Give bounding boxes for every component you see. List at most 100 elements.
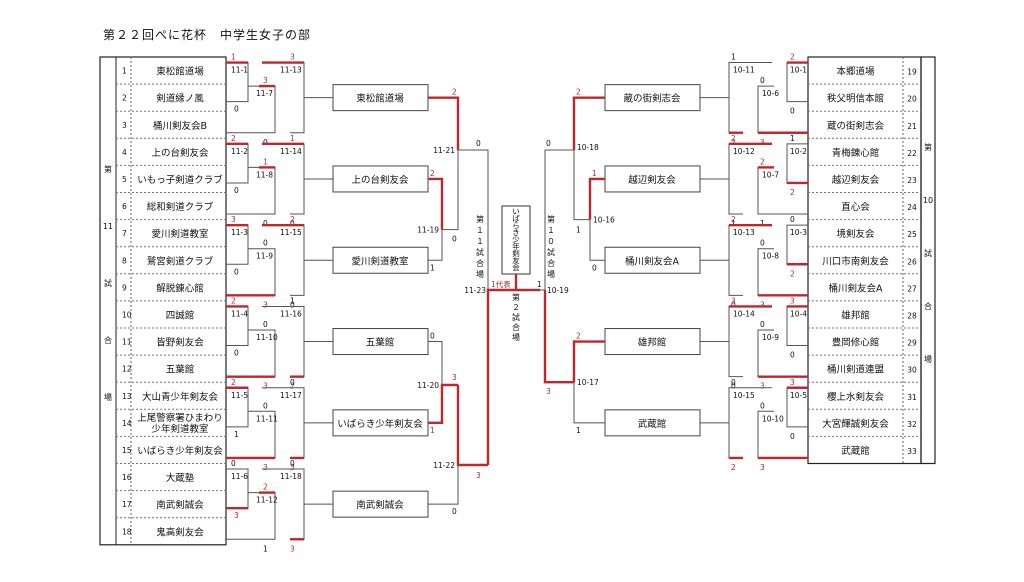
match-score: 1 [576,426,581,435]
team-name: 大宮輝誠剣友会 [822,418,889,430]
match-score: 1 [263,157,268,166]
group-winner-name: 蔵の街剣志会 [623,93,681,105]
team-name: 総和剣道クラブ [147,201,214,213]
match-score: 2 [231,378,236,387]
representative-label: 1代表 [491,279,511,289]
match-score: 0 [731,378,736,387]
team-number: 31 [907,393,917,402]
team-name: 本郷道場 [836,66,875,78]
winner-line [572,340,605,383]
match-score: 1 [263,544,268,553]
match-score: 3 [452,373,457,382]
winner-line [572,96,605,150]
match-id: 10-16 [593,216,615,225]
match-id: 10-18 [577,143,599,152]
match-id: 10-13 [733,228,755,237]
match-score: 1 [731,219,736,228]
match-id: 11-6 [231,472,248,481]
match-score: 3 [760,463,765,472]
match-score: 3 [546,387,551,396]
team-name: 四誠館 [166,309,195,321]
match-score: 0 [263,138,268,147]
match-score: 3 [790,378,795,387]
team-number: 18 [122,527,132,536]
match-score: 1 [731,53,736,62]
team-name: 境剣友会 [836,228,875,240]
team-number: 14 [122,419,132,428]
winner-line [428,96,460,150]
team-name: 大蔵塾 [166,472,195,484]
champion-name: ば [512,214,520,223]
team-name: 蔵の街剣志会 [827,120,885,132]
left-section-label: 試 [104,278,112,288]
center-court-label: 第 [512,292,520,302]
team-number: 23 [907,176,917,185]
team-name: 大山青少年剣友会 [142,391,219,403]
match-score: 0 [234,105,239,114]
group-winner-name: 桶川剣友会A [625,255,680,267]
winner-line [543,290,574,384]
match-score: 2 [231,296,236,305]
match-id: 11-17 [280,391,302,400]
match-score: 0 [592,263,597,272]
right-section-label: 場 [924,354,932,364]
match-score: 3 [231,215,236,224]
team-name: 川口市南剣友会 [822,255,889,267]
right-section-column [920,56,936,465]
champion-name: 会 [512,262,520,272]
match-score: 3 [290,544,295,553]
team-number: 8 [122,256,127,265]
team-number: 29 [907,339,917,348]
match-score: 2 [576,88,581,97]
match-id: 11-23 [464,286,486,295]
match-score: 0 [290,459,295,468]
match-id: 10-5 [790,391,807,400]
group-winner-name: 武蔵館 [638,418,667,430]
center-court-label: 試 [512,312,520,322]
match-score: 0 [452,235,457,244]
match-score: 2 [731,134,736,143]
right-court-label: 場 [547,269,555,279]
team-number: 32 [907,420,917,429]
team-name: 桶川剣友会A [829,282,884,294]
match-score: 0 [452,507,457,516]
match-id: 10-19 [547,286,569,295]
group-winner-box [332,84,429,112]
match-score: 2 [731,463,736,472]
winner-line [428,383,458,425]
team-number: 3 [122,121,127,130]
champion-name: き [512,228,520,237]
match-score: 1 [430,426,435,435]
match-score: 0 [760,76,765,85]
match-score: 0 [731,300,736,309]
group-winner-box [604,246,701,274]
match-id: 10-2 [790,147,807,156]
right-section-label: 試 [924,248,932,258]
team-number: 11 [122,338,132,347]
group-winner-box [604,165,701,193]
match-id: 11-20 [417,381,439,390]
team-name: 越辺剣友会 [832,174,880,186]
champion-box [501,205,531,275]
team-number: 19 [907,68,917,77]
team-name: 解脱錬心館 [156,282,204,294]
center-court-label: 合 [512,322,520,332]
match-id: 10-14 [733,309,755,318]
match-score: 2 [731,138,736,147]
right-section-label: 10 [923,196,933,205]
center-court-label: 場 [512,332,520,342]
right-court-label: １ [547,226,555,235]
match-score: 2 [290,215,295,224]
match-id: 10-12 [733,147,755,156]
match-score: 0 [760,320,765,329]
group-winner-name: 五葉館 [366,337,395,349]
match-score: 0 [790,432,795,441]
team-number: 9 [122,283,127,292]
match-score: 3 [290,53,295,62]
match-score: 0 [790,107,795,116]
match-score: 1 [760,219,765,228]
team-number: 20 [907,95,917,104]
team-number: 12 [122,365,132,374]
group-winner-box [332,165,429,193]
match-id: 10-8 [762,252,779,261]
